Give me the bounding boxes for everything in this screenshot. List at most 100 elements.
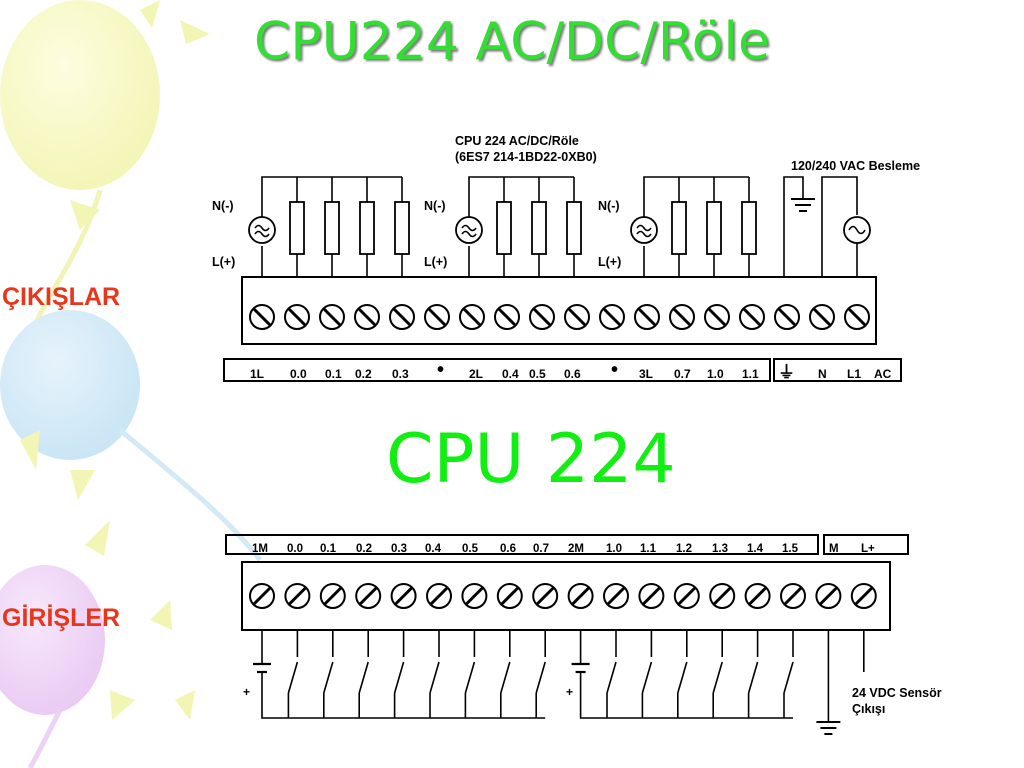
terminal-label: 0.2	[355, 367, 372, 381]
n-label: N(-)	[598, 199, 620, 213]
terminal-screw-icon	[603, 583, 629, 609]
switch-icon	[322, 630, 334, 718]
input-switch-group	[253, 630, 547, 719]
ac-source-icon	[455, 216, 483, 244]
inputs-label: GİRİŞLER	[2, 604, 121, 632]
output-load-wiring	[248, 176, 871, 277]
terminal-screw-icon	[780, 583, 806, 609]
terminal-label: AC	[874, 367, 892, 381]
confetti	[110, 690, 135, 720]
terminal-screw-icon	[459, 304, 485, 330]
confetti	[20, 430, 40, 470]
terminal-screw-icon	[284, 583, 311, 609]
relay-load-icon	[496, 201, 512, 255]
n-label: N(-)	[212, 199, 234, 213]
load-group	[455, 176, 582, 277]
terminal-label: 0.7	[533, 543, 549, 555]
terminal-label: 0.4	[502, 367, 519, 381]
supply-wiring	[783, 176, 871, 277]
dc-source-icon	[571, 662, 590, 674]
confetti	[180, 20, 210, 44]
terminal-label: 0.7	[674, 367, 691, 381]
ground-icon: ⏚	[778, 363, 795, 382]
terminal-label: 1.2	[676, 543, 692, 555]
terminal-label: 1M	[252, 543, 268, 555]
terminal-screw-icon	[496, 583, 523, 609]
confetti	[150, 600, 172, 630]
terminal-screw-icon	[638, 583, 665, 609]
terminal-label: 0.5	[462, 543, 479, 555]
terminal-label: 1.0	[606, 543, 622, 555]
terminal-label: 1.4	[747, 543, 764, 555]
balloon-string	[27, 708, 63, 768]
sensor-label-line1: 24 VDC Sensör	[852, 686, 942, 700]
sensor-supply-wiring	[816, 630, 865, 735]
terminal-screw-icon	[599, 304, 625, 330]
ac-supply-icon	[843, 216, 871, 244]
terminal-label: 3L	[639, 367, 653, 381]
relay-load-icon	[324, 201, 340, 255]
terminal-label: 1.0	[707, 367, 724, 381]
l-label: L(+)	[212, 255, 235, 269]
relay-load-icon	[566, 201, 582, 255]
switch-icon	[747, 630, 759, 718]
switch-icon	[358, 630, 370, 718]
output-terminal-screws	[249, 304, 870, 330]
terminal-label: •	[611, 359, 618, 381]
sensor-label-strip	[823, 534, 909, 555]
ground-icon	[816, 721, 841, 735]
terminal-label: 0.0	[290, 367, 307, 381]
terminal-screw-icon	[355, 583, 382, 609]
supply-label: 120/240 VAC Besleme	[791, 159, 920, 173]
relay-load-icon	[289, 201, 305, 255]
input-terminal-screws	[249, 583, 877, 609]
terminal-label: 1.5	[782, 543, 799, 555]
switch-icon	[393, 630, 405, 718]
terminal-screw-icon	[809, 304, 835, 330]
terminal-screw-icon	[249, 583, 275, 609]
purple-balloon	[0, 565, 105, 715]
terminal-screw-icon	[815, 583, 842, 609]
balloon-string	[118, 428, 262, 562]
terminal-label: 1.1	[742, 367, 759, 381]
switch-icon	[712, 630, 724, 718]
terminal-screw-icon	[774, 304, 800, 330]
confetti	[70, 470, 95, 500]
terminal-screw-icon	[673, 583, 700, 609]
terminal-label: 1.3	[712, 543, 728, 555]
ac-source-icon	[630, 216, 658, 244]
switch-icon	[287, 630, 299, 718]
switch-icon	[499, 630, 511, 718]
terminal-screw-icon	[669, 304, 695, 330]
terminal-screw-icon	[494, 304, 520, 330]
input-label-strip	[225, 534, 819, 555]
l-label: L(+)	[424, 255, 447, 269]
confetti	[175, 690, 195, 720]
terminal-label: 0.2	[356, 543, 372, 555]
terminal-label: L+	[861, 543, 875, 555]
switch-icon	[464, 630, 476, 718]
terminal-screw-icon	[284, 304, 310, 330]
terminal-screw-icon	[319, 304, 345, 330]
terminal-label: 0.3	[392, 367, 409, 381]
terminal-label: N	[818, 367, 827, 381]
terminal-screw-icon	[354, 304, 380, 330]
relay-load-icon	[394, 201, 410, 255]
terminal-label: 1L	[250, 367, 264, 381]
model-label-line2: (6ES7 214-1BD22-0XB0)	[455, 150, 597, 164]
switch-icon	[535, 630, 547, 718]
relay-load-icon	[359, 201, 375, 255]
relay-load-icon	[671, 201, 687, 255]
terminal-screw-icon	[739, 304, 765, 330]
terminal-screw-icon	[567, 583, 594, 609]
relay-load-icon	[531, 201, 547, 255]
terminal-screw-icon	[744, 583, 771, 609]
sensor-label-line2: Çıkışı	[852, 702, 885, 716]
terminal-screw-icon	[461, 583, 488, 609]
cpu-label: CPU 224	[386, 420, 676, 499]
terminal-screw-icon	[844, 304, 870, 330]
terminal-screw-icon	[319, 583, 346, 609]
